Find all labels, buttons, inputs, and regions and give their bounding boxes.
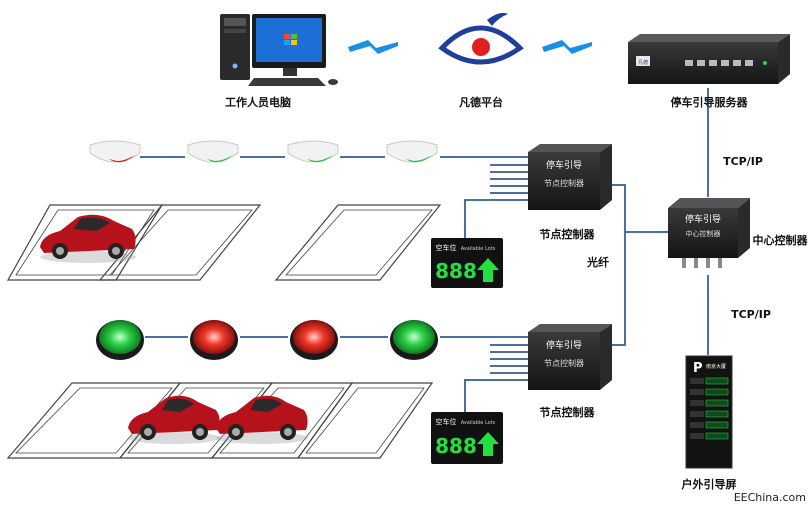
controller-box-icon: 停车引导 节点控制器 xyxy=(528,144,612,210)
node-ctrl-1-face-sub: 节点控制器 xyxy=(544,178,584,188)
sign-2-value: 888 xyxy=(435,434,477,458)
controller-box-icon: 停车引导 节点控制器 xyxy=(528,324,612,390)
outdoor-board-title: 南京大厦 xyxy=(706,363,726,370)
platform-label: 凡德平台 xyxy=(459,95,503,109)
led-indicator-icon xyxy=(96,320,144,360)
platform-eye-logo xyxy=(438,12,524,65)
center-controller-label: 中心控制器 xyxy=(753,233,809,247)
car-icon xyxy=(40,214,136,263)
sign-1-value: 888 xyxy=(435,259,477,283)
wireless-link-icon xyxy=(348,40,592,54)
arrow-up-icon xyxy=(477,432,499,456)
node-ctrl-2-face-sub: 节点控制器 xyxy=(544,358,584,368)
sensor-icon xyxy=(386,140,438,163)
connection-lines xyxy=(140,88,709,412)
led-indicator-icon xyxy=(290,320,338,360)
car-icon xyxy=(216,395,308,444)
node-ctrl-2-face-title: 停车引导 xyxy=(546,339,582,351)
outdoor-screen-label: 户外引导屏 xyxy=(682,477,737,491)
sign-2-title: 空车位 xyxy=(436,417,457,426)
sensor-row-1 xyxy=(89,140,438,163)
node-controller-top-label: 节点控制器 xyxy=(540,227,596,241)
server-icon: 凡德 xyxy=(628,34,790,84)
outdoor-board-p: P xyxy=(693,361,703,376)
watermark: EEChina.com xyxy=(734,491,806,504)
car-icon xyxy=(128,395,220,444)
node-ctrl-1-face-title: 停车引导 xyxy=(546,159,582,171)
node-controller-bottom-label: 节点控制器 xyxy=(540,405,596,419)
center-face-sub: 中心控制器 xyxy=(686,229,721,238)
sensor-icon xyxy=(287,140,339,163)
sign-1-sub: Available Lots xyxy=(461,246,496,252)
sign-1-title: 空车位 xyxy=(436,243,457,252)
center-controller-icon: 停车引导 中心控制器 xyxy=(668,198,750,268)
server-brand: 凡德 xyxy=(638,59,648,66)
guidance-sign-icon: 空车位 Available Lots 888 xyxy=(431,238,503,288)
fiber-label: 光纤 xyxy=(586,255,609,269)
led-indicator-icon xyxy=(190,320,238,360)
server-label: 停车引导服务器 xyxy=(671,95,749,109)
staff-pc-label: 工作人员电脑 xyxy=(225,95,291,109)
tcpip-bottom-label: TCP/IP xyxy=(731,308,771,321)
sensor-icon xyxy=(187,140,239,163)
led-row-2 xyxy=(96,320,438,360)
guidance-sign-icon: 空车位 Available Lots 888 xyxy=(431,412,503,464)
arrow-up-icon xyxy=(477,258,499,282)
parking-bays-row-1 xyxy=(6,204,442,281)
sensor-icon xyxy=(89,140,141,163)
tcpip-top-label: TCP/IP xyxy=(723,155,763,168)
center-face-title: 停车引导 xyxy=(685,213,721,225)
computer-icon xyxy=(220,14,338,86)
sign-2-sub: Available Lots xyxy=(461,420,496,426)
outdoor-screen-icon: P 南京大厦 xyxy=(685,355,733,469)
led-indicator-icon xyxy=(390,320,438,360)
